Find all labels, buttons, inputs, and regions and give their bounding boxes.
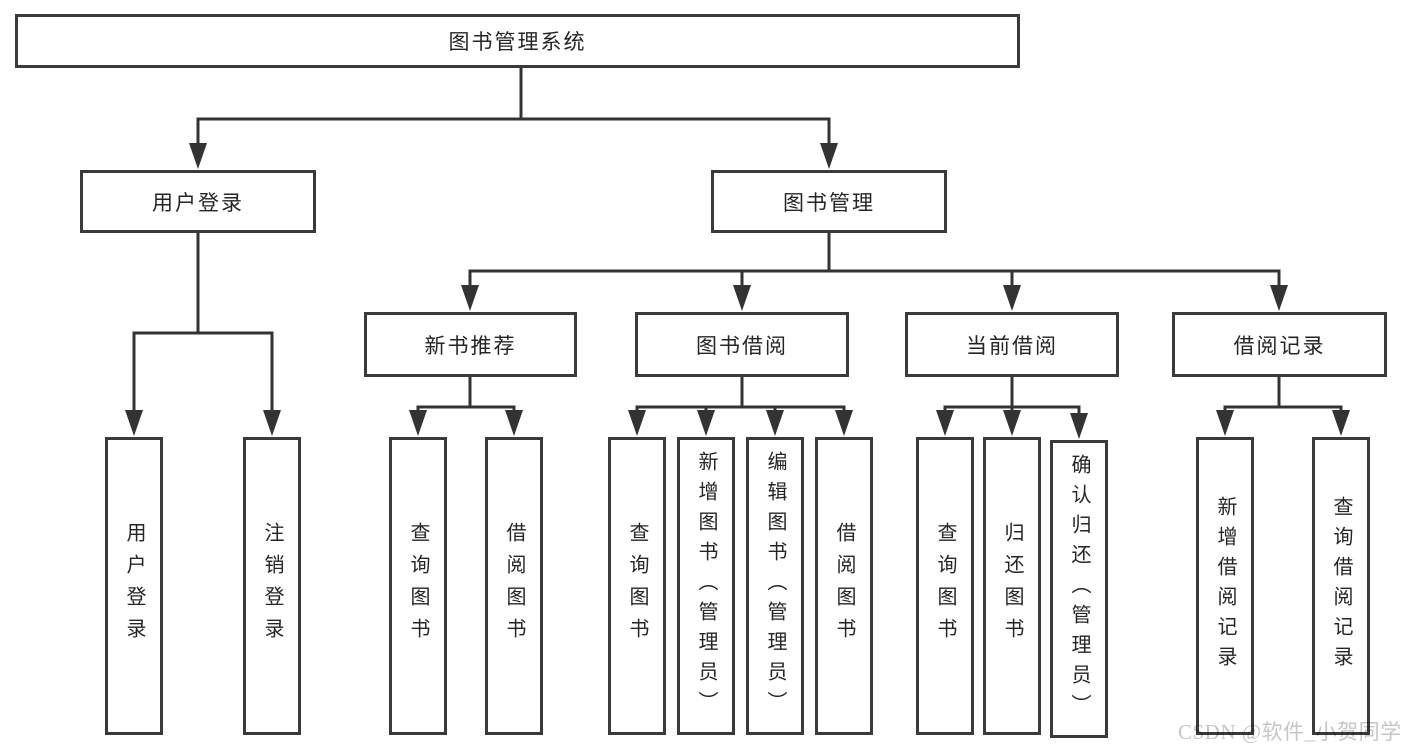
arrow-down-icon bbox=[835, 410, 853, 436]
node-label: 图书管理 bbox=[783, 190, 875, 215]
node-label: 借阅记录 bbox=[1233, 333, 1326, 358]
arrow-down-icon bbox=[628, 410, 646, 436]
node-book-management: 图书管理 bbox=[711, 170, 947, 233]
node-borrow-records: 借阅记录 bbox=[1172, 312, 1387, 377]
node-user-login: 用户登录 bbox=[80, 170, 316, 233]
arrow-down-icon bbox=[189, 143, 207, 169]
arrow-down-icon bbox=[733, 285, 751, 311]
connector-level3 bbox=[461, 231, 1288, 311]
node-label: 借阅图书 bbox=[503, 522, 525, 650]
arrow-down-icon bbox=[936, 410, 954, 436]
connector-book-borrow-children bbox=[628, 375, 853, 436]
arrow-down-icon bbox=[1003, 410, 1021, 436]
leaf-return-book: 归还图书 bbox=[983, 437, 1041, 735]
arrow-down-icon bbox=[461, 285, 479, 311]
node-label: 确认归还（管理员） bbox=[1068, 454, 1090, 724]
node-book-borrow: 图书借阅 bbox=[635, 312, 849, 377]
leaf-confirm-return-admin: 确认归还（管理员） bbox=[1050, 440, 1108, 738]
node-root-system: 图书管理系统 bbox=[15, 14, 1020, 68]
leaf-query-book-1: 查询图书 bbox=[389, 437, 447, 735]
arrow-down-icon bbox=[505, 410, 523, 436]
node-label: 图书管理系统 bbox=[448, 30, 587, 54]
node-label: 查询图书 bbox=[407, 522, 429, 650]
node-label: 用户登录 bbox=[152, 190, 244, 215]
arrow-down-icon bbox=[409, 410, 427, 436]
node-label: 编辑图书（管理员） bbox=[764, 451, 786, 721]
connector-user-login-children bbox=[125, 231, 281, 436]
node-new-book-recommend: 新书推荐 bbox=[364, 312, 577, 377]
leaf-edit-book-admin: 编辑图书（管理员） bbox=[746, 437, 804, 735]
arrow-down-icon bbox=[1332, 410, 1350, 436]
node-current-borrow: 当前借阅 bbox=[905, 312, 1119, 377]
node-label: 借阅图书 bbox=[833, 522, 855, 650]
node-label: 查询图书 bbox=[626, 522, 648, 650]
arrow-down-icon bbox=[263, 410, 281, 436]
arrow-down-icon bbox=[1003, 285, 1021, 311]
leaf-query-borrow-record: 查询借阅记录 bbox=[1312, 437, 1370, 735]
arrow-down-icon bbox=[125, 410, 143, 436]
node-label: 当前借阅 bbox=[966, 333, 1058, 358]
leaf-logout: 注销登录 bbox=[243, 437, 301, 735]
leaf-query-book-3: 查询图书 bbox=[916, 437, 974, 735]
node-label: 用户登录 bbox=[123, 522, 145, 650]
connector-new-book-children bbox=[409, 375, 523, 436]
node-label: 图书借阅 bbox=[696, 333, 788, 358]
watermark: CSDN @软件_小贺同学 bbox=[1178, 720, 1402, 744]
leaf-user-login: 用户登录 bbox=[105, 437, 163, 735]
connector-borrow-records-children bbox=[1216, 375, 1350, 436]
arrow-down-icon bbox=[1070, 413, 1088, 439]
arrow-down-icon bbox=[1270, 285, 1288, 311]
arrow-down-icon bbox=[1216, 410, 1234, 436]
node-label: 新增借阅记录 bbox=[1214, 496, 1236, 676]
node-label: 注销登录 bbox=[261, 522, 283, 650]
arrow-down-icon bbox=[766, 410, 784, 436]
arrow-down-icon bbox=[697, 410, 715, 436]
arrow-down-icon bbox=[820, 143, 838, 169]
leaf-query-book-2: 查询图书 bbox=[608, 437, 666, 735]
connector-current-borrow-children bbox=[936, 375, 1088, 439]
node-label: 查询图书 bbox=[934, 522, 956, 650]
node-label: 查询借阅记录 bbox=[1330, 496, 1352, 676]
connector-level2 bbox=[189, 66, 838, 169]
leaf-add-book-admin: 新增图书（管理员） bbox=[677, 437, 735, 735]
node-label: 新增图书（管理员） bbox=[695, 451, 717, 721]
node-label: 新书推荐 bbox=[424, 333, 517, 358]
leaf-borrow-book-2: 借阅图书 bbox=[815, 437, 873, 735]
leaf-borrow-book-1: 借阅图书 bbox=[485, 437, 543, 735]
node-label: 归还图书 bbox=[1001, 522, 1023, 650]
leaf-add-borrow-record: 新增借阅记录 bbox=[1196, 437, 1254, 735]
